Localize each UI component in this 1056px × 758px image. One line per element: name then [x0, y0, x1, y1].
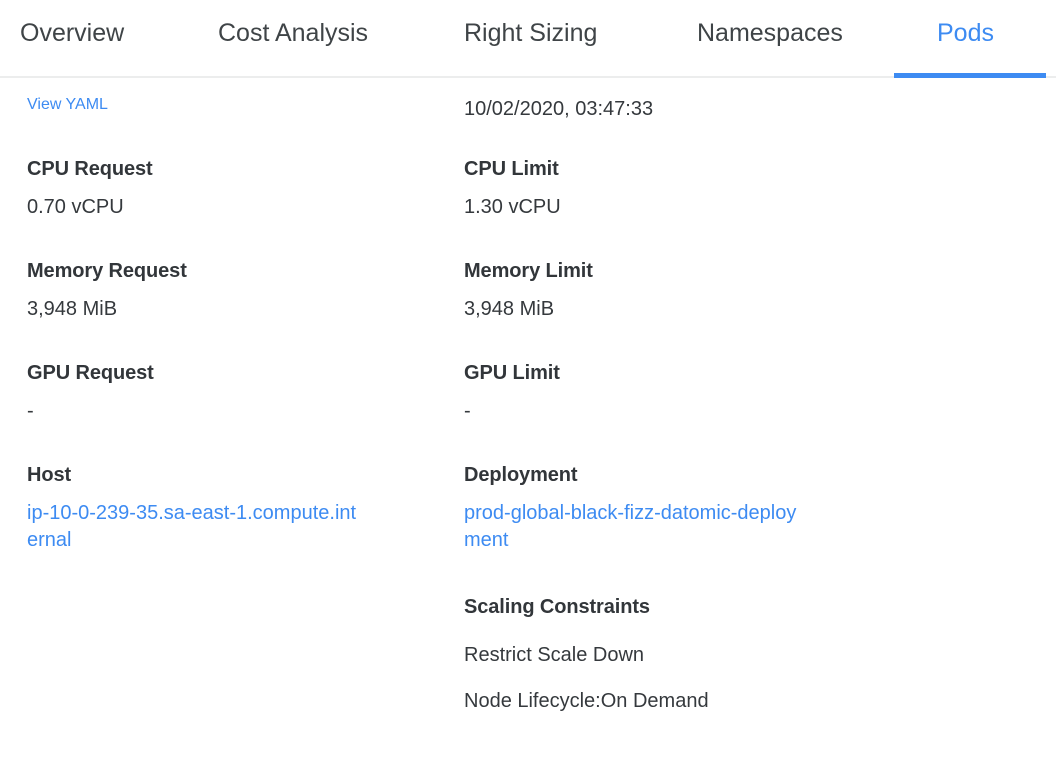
cpu-request-value: 0.70 vCPU [27, 196, 124, 218]
gpu-request-value: - [27, 400, 34, 422]
cpu-limit-value: 1.30 vCPU [464, 196, 561, 218]
field-deployment: Deployment prod-global-black-fizz-datomi… [464, 462, 876, 554]
field-scaling-constraints: Scaling Constraints Restrict Scale Down … [464, 594, 876, 715]
scaling-constraint-item: Restrict Scale Down [464, 644, 645, 666]
gpu-limit-value: - [464, 400, 471, 422]
memory-limit-label: Memory Limit [464, 260, 593, 282]
field-memory-limit: Memory Limit 3,948 MiB [464, 258, 876, 323]
gpu-limit-label: GPU Limit [464, 362, 560, 384]
memory-limit-value: 3,948 MiB [464, 298, 555, 320]
tab-bar-divider [0, 76, 1056, 78]
host-link[interactable]: ip-10-0-239-35.sa-east-1.compute.interna… [27, 502, 357, 551]
field-timestamp: 10/02/2020, 03:47:33 [464, 96, 876, 123]
tab-right-sizing[interactable]: Right Sizing [464, 0, 597, 78]
field-view-yaml: View YAML [27, 96, 439, 114]
memory-request-value: 3,948 MiB [27, 298, 118, 320]
field-gpu-limit: GPU Limit - [464, 360, 876, 425]
scaling-constraint-item: Node Lifecycle:On Demand [464, 690, 709, 712]
field-gpu-request: GPU Request - [27, 360, 439, 425]
pod-timestamp: 10/02/2020, 03:47:33 [464, 98, 654, 120]
field-cpu-limit: CPU Limit 1.30 vCPU [464, 156, 876, 221]
host-label: Host [27, 464, 72, 486]
active-tab-indicator [894, 73, 1046, 78]
tab-overview[interactable]: Overview [20, 0, 124, 78]
cpu-limit-label: CPU Limit [464, 158, 559, 180]
field-memory-request: Memory Request 3,948 MiB [27, 258, 439, 323]
memory-request-label: Memory Request [27, 260, 187, 282]
deployment-link[interactable]: prod-global-black-fizz-datomic-deploymen… [464, 502, 797, 551]
primary-tab-bar: Overview Cost Analysis Right Sizing Name… [0, 0, 1056, 78]
field-host: Host ip-10-0-239-35.sa-east-1.compute.in… [27, 462, 439, 554]
tab-namespaces[interactable]: Namespaces [697, 0, 843, 78]
tab-cost-analysis[interactable]: Cost Analysis [218, 0, 368, 78]
field-cpu-request: CPU Request 0.70 vCPU [27, 156, 439, 221]
cpu-request-label: CPU Request [27, 158, 153, 180]
view-yaml-link[interactable]: View YAML [27, 96, 108, 113]
deployment-label: Deployment [464, 464, 578, 486]
tab-pods[interactable]: Pods [937, 0, 994, 78]
scaling-constraints-label: Scaling Constraints [464, 596, 650, 618]
gpu-request-label: GPU Request [27, 362, 154, 384]
